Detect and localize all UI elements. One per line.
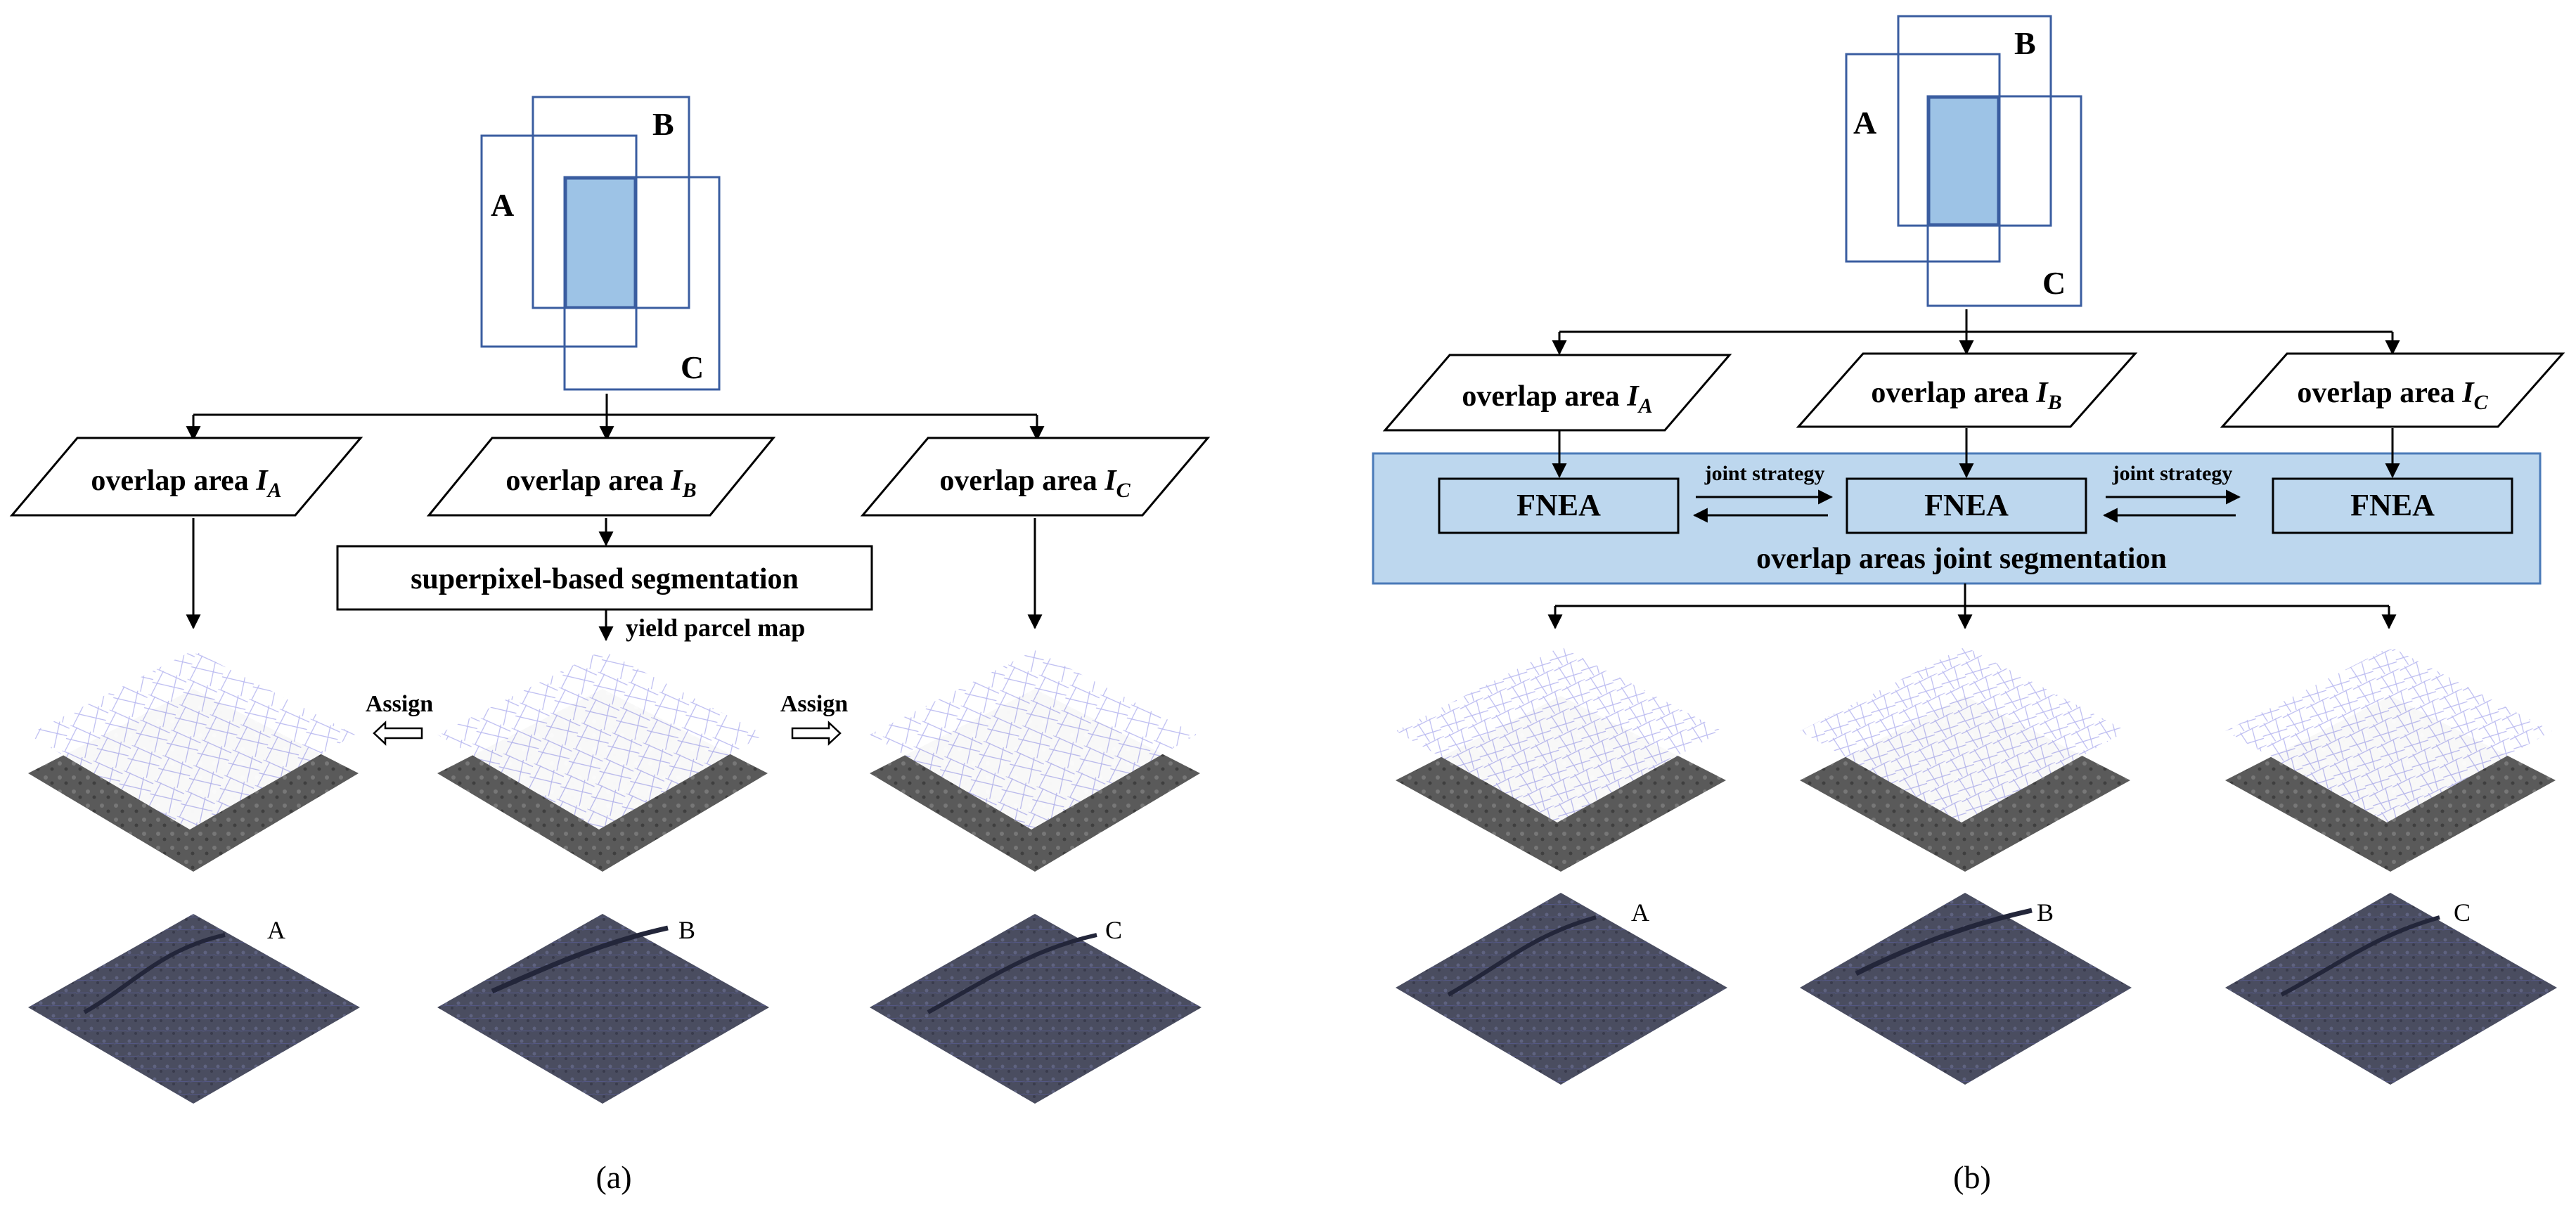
overlap-area-b-b: overlap area IB [1796,352,2138,428]
branch-connector-a [186,394,1045,441]
rect-c [563,176,721,391]
layered-stack-b-3 [2225,647,2556,872]
svg-text:FNEA: FNEA [1516,488,1601,522]
rect-b [1897,15,2052,227]
label-c: C [2042,265,2066,301]
bidirectional-arrows [1692,489,2241,523]
svg-text:overlap area IB: overlap area IB [505,465,696,502]
diagram-b: A B C overlap area IA overlap area IB [1372,15,2565,1195]
superpixel-segmentation-box: superpixel-based segmentation [336,545,873,611]
overlap-region [565,177,636,309]
svg-text:Assign: Assign [366,691,433,717]
arrows-down-a [186,518,1043,642]
caption-b: (b) [1953,1159,1991,1195]
assign-left: Assign [366,691,433,746]
overlap-rects-a: A B C [480,96,721,391]
overlap-area-a-a: overlap area IA [9,437,363,517]
parcel-mesh-layer [870,650,1197,830]
fnea-box-a [1438,477,1680,534]
fnea-box-c [2272,477,2513,534]
svg-text:A: A [1631,898,1649,927]
yield-parcel-map-label: yield parcel map [626,614,805,642]
diagram-a: A B C overlap area IA overlap area IB [9,96,1211,1195]
svg-text:superpixel-based segmentation: superpixel-based segmentation [411,563,799,595]
assign-right: Assign [780,691,848,746]
overlap-area-c-b: overlap area IC [2220,352,2565,428]
svg-text:overlap area IC: overlap area IC [2297,377,2488,414]
overlap-area-a-b: overlap area IA [1382,354,1732,432]
result-image-b-1: A [1396,893,1727,1085]
label-c: C [681,349,704,385]
layered-stack-a-3 [870,650,1200,872]
overlap-region [1928,96,1999,226]
parcel-mesh-layer [1800,647,2127,822]
panel-label: overlap areas joint segmentation [1756,543,2167,575]
branch-connector-b [1552,309,2400,356]
caption-a: (a) [595,1159,631,1195]
layered-stack-a-1 [28,650,359,872]
label-b: B [652,106,674,142]
result-image-b-2: B [1800,893,2132,1085]
svg-text:FNEA: FNEA [2350,488,2435,522]
svg-text:C: C [2454,898,2471,927]
layered-stack-a-2 [437,650,768,872]
joint-segmentation-panel: FNEA FNEA FNEA joint strategy joint stra… [1372,428,2542,585]
svg-text:B: B [678,916,695,944]
svg-text:A: A [267,916,285,944]
parcel-mesh-layer [28,650,355,830]
result-image-a-2: B [437,914,769,1104]
result-image-b-3: C [2225,893,2557,1085]
fnea-box-b [1846,477,2087,534]
label-a: A [1853,105,1876,141]
svg-text:C: C [1105,916,1122,944]
hollow-arrow-left-icon [373,721,423,746]
label-a: A [491,187,514,223]
svg-text:Assign: Assign [780,691,848,717]
parcel-mesh-layer [1396,647,1722,822]
output-connector-b [1547,583,2397,630]
hollow-arrow-right-icon [791,721,842,746]
parcel-mesh-layer [437,650,764,830]
result-image-a-3: C [870,914,1202,1104]
joint-strategy-left: joint strategy [1704,462,1825,485]
rect-c [1926,95,2082,307]
overlap-rects-b: A B C [1845,15,2082,307]
svg-text:FNEA: FNEA [1924,488,2009,522]
svg-text:overlap area IA: overlap area IA [91,465,281,502]
rect-a [480,134,638,348]
overlap-area-b-a: overlap area IB [426,437,776,517]
result-image-a-1: A [28,914,360,1104]
layered-stack-b-1 [1396,647,1726,872]
parcel-mesh-layer [2225,647,2552,822]
overlap-area-c-a: overlap area IC [860,437,1211,517]
svg-text:overlap area IC: overlap area IC [939,465,1131,502]
svg-text:overlap area IB: overlap area IB [1871,377,2061,414]
layered-stack-b-2 [1800,647,2130,872]
label-b: B [2014,25,2036,61]
rect-a [1845,53,2001,263]
joint-strategy-right: joint strategy [2112,462,2233,485]
svg-text:B: B [2037,898,2054,927]
svg-text:overlap area IA: overlap area IA [1462,380,1652,418]
